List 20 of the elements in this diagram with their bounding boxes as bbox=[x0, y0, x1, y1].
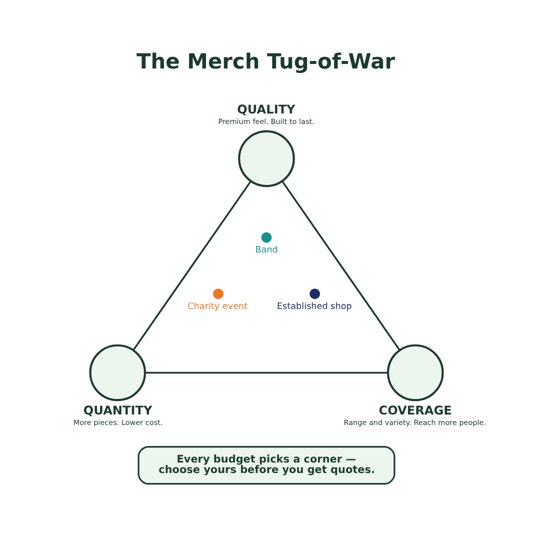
node-circle bbox=[310, 288, 320, 300]
diagram-title: The Merch Tug-of-War bbox=[136, 49, 396, 74]
node-circle bbox=[261, 232, 272, 243]
node-circle bbox=[386, 344, 444, 402]
node-label: Band bbox=[255, 246, 278, 256]
node-label: COVERAGE bbox=[378, 404, 452, 418]
node-label: Charity event bbox=[188, 302, 248, 312]
connector bbox=[145, 372, 388, 374]
node-label: More pieces. Lower cost. bbox=[73, 418, 163, 428]
node-label: QUANTITY bbox=[83, 404, 152, 418]
node-label: Range and variety. Reach more people. bbox=[344, 418, 486, 428]
node-label: QUALITY bbox=[237, 102, 296, 117]
node-circle bbox=[212, 288, 224, 300]
node-label: Premium feel. Built to last. bbox=[218, 117, 314, 126]
node-circle bbox=[238, 130, 295, 188]
node-label: Established shop bbox=[276, 302, 352, 312]
node-box: Every budget picks a corner — choose yours before you get quotes. bbox=[138, 446, 396, 485]
connector bbox=[132, 180, 252, 351]
node-circle bbox=[89, 344, 146, 402]
connector bbox=[281, 180, 400, 351]
